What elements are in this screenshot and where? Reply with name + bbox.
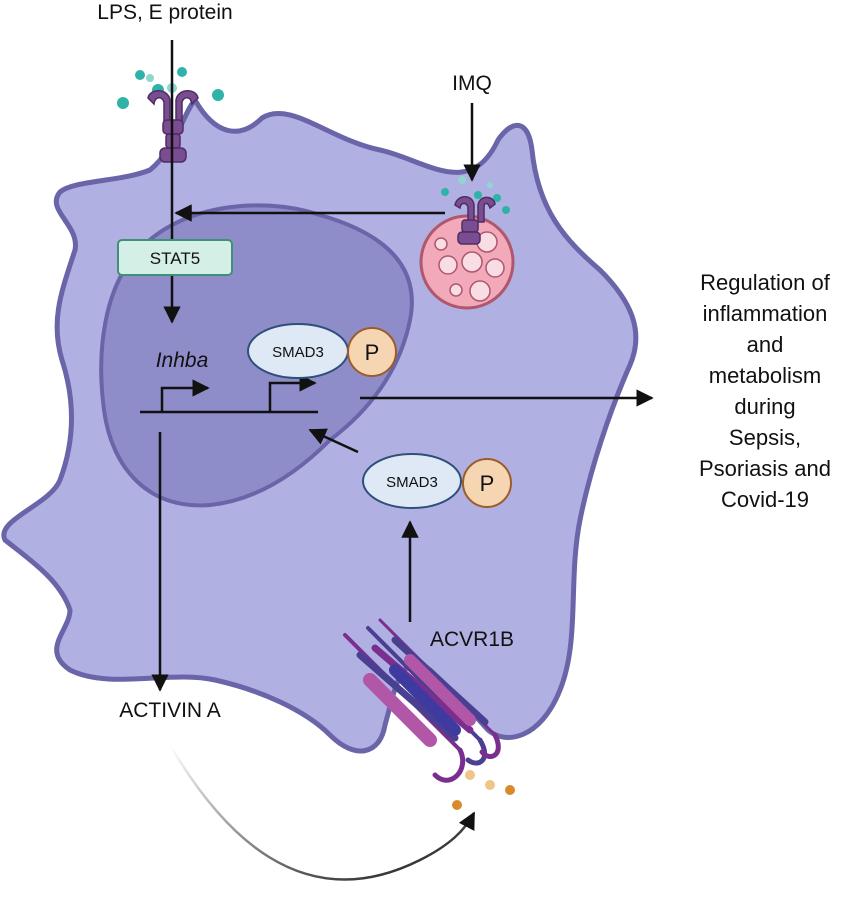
phospho-bottom-circle (462, 458, 512, 508)
svg-text:Covid-19: Covid-19 (721, 487, 809, 512)
inhba-gene-label: Inhba (156, 349, 209, 372)
smad3-bottom-label: SMAD3 (386, 474, 438, 491)
svg-text:Sepsis,: Sepsis, (729, 425, 801, 450)
tlr7-receptor-icon (454, 196, 496, 245)
activin-ligand-dots-icon (452, 770, 515, 810)
inhba-promoter-arrow (160, 379, 210, 412)
acvr1b-label: ACVR1B (430, 628, 514, 651)
activin-secretion-arrow (168, 744, 476, 881)
endosome-icon (419, 214, 515, 310)
svg-text:Psoriasis and: Psoriasis and (699, 456, 831, 481)
smad3-to-dna-arrow (308, 428, 359, 454)
tlr4-receptor-icon (147, 90, 199, 163)
lps-label: LPS, E protein (97, 1, 232, 24)
svg-text:during: during (734, 394, 795, 419)
smad3-top-label: SMAD3 (272, 344, 324, 361)
svg-text:metabolism: metabolism (709, 363, 821, 388)
phospho-top-label: P (365, 340, 380, 365)
svg-text:inflammation: inflammation (703, 301, 828, 326)
acvr1b-receptor-icon (343, 618, 501, 783)
activin-label: ACTIVIN A (119, 699, 221, 722)
smad3-promoter-arrow (268, 374, 317, 412)
imq-label: IMQ (452, 72, 492, 95)
stat5-box (117, 239, 233, 276)
outcome-text: Regulation of inflammation and metabolis… (699, 270, 831, 512)
phospho-bottom-label: P (480, 471, 495, 496)
phospho-top-circle (347, 327, 397, 377)
stat5-label: STAT5 (150, 249, 200, 268)
svg-text:and: and (747, 332, 784, 357)
svg-text:Regulation of: Regulation of (700, 270, 831, 295)
smad3-bottom-ellipse (362, 453, 462, 509)
